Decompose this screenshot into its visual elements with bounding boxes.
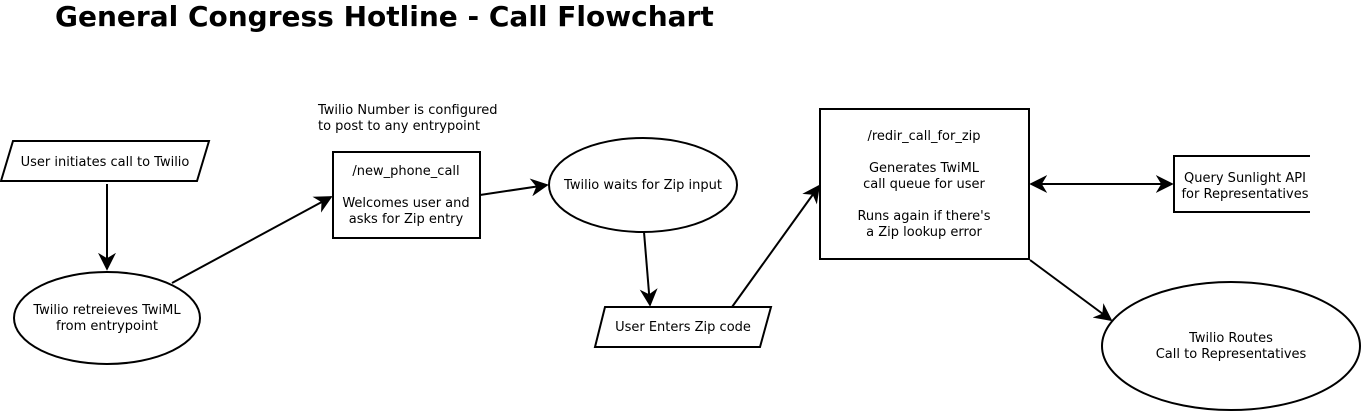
routes-call-label-line: Call to Representatives: [1156, 347, 1307, 362]
new-phone-call-label-line: /new_phone_call: [352, 164, 459, 179]
redir-call-label-line: Runs again if there's: [857, 209, 990, 224]
user-initiates-shape: [0, 140, 211, 182]
waits-zip-label: Twilio waits for Zip input: [563, 178, 722, 193]
user-initiates-label: User initiates call to Twilio: [21, 155, 190, 170]
redir-call-label-line: call queue for user: [863, 177, 985, 192]
enters-zip-shape: [593, 306, 773, 348]
query-sunlight-label-line: for Representatives: [1181, 187, 1308, 202]
new-phone-call-label-line: Welcomes user and: [342, 196, 469, 211]
retrieves-twiml-label-line: from entrypoint: [56, 319, 158, 334]
user-initiates-label-line: User initiates call to Twilio: [21, 155, 190, 170]
edge-waits-zip-to-enters-zip: [639, 231, 658, 307]
new-phone-call-shape: [332, 151, 481, 239]
redir-call-shape: [819, 108, 1030, 260]
redir-call-label-line: /redir_call_for_zip: [867, 129, 980, 144]
waits-zip-shape: [548, 137, 738, 233]
edge-retrieves-to-new-phone-call: [171, 196, 333, 284]
enters-zip-label-line: User Enters Zip code: [615, 320, 751, 335]
page-title: General Congress Hotline - Call Flowchar…: [55, 0, 714, 33]
query-sunlight-label-line: Query Sunlight API: [1184, 171, 1306, 186]
routes-call-shape: [1101, 281, 1361, 411]
edge-enters-zip-to-redir-call: [731, 184, 821, 308]
redir-call-label-line: Generates TwiML: [869, 161, 980, 176]
retrieves-twiml-shape: [13, 271, 201, 365]
redir-call-label-line: a Zip lookup error: [866, 225, 982, 240]
retrieves-twiml-label-line: Twilio retreieves TwiML: [32, 303, 181, 318]
query-sunlight-shape: [1173, 155, 1310, 213]
edge-redir-call-to-routes-call: [1029, 259, 1113, 322]
routes-call-label-line: Twilio Routes: [1188, 331, 1273, 346]
note-text-line: to post to any entrypoint: [318, 119, 480, 134]
waits-zip-label-line: Twilio waits for Zip input: [563, 178, 722, 193]
edge-new-phone-call-to-waits-zip: [479, 178, 549, 197]
enters-zip-label: User Enters Zip code: [615, 320, 751, 335]
note-text-line: Twilio Number is configured: [317, 103, 498, 118]
new-phone-call-label-line: asks for Zip entry: [349, 212, 464, 227]
